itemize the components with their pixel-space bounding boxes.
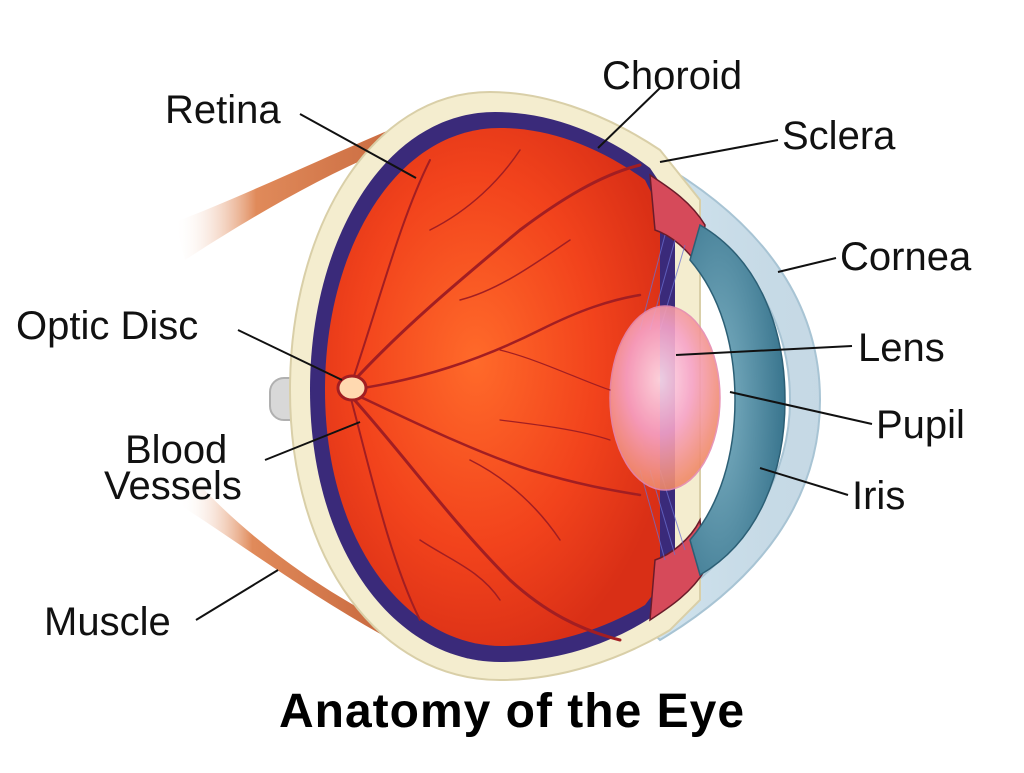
optic-disc-shape [336, 374, 368, 402]
label-blood-vessels-line1: Blood [125, 428, 228, 472]
label-pupil: Pupil [876, 403, 965, 447]
lens-shape [609, 305, 721, 491]
leader-iris [759, 467, 849, 496]
leader-cornea [777, 257, 837, 273]
diagram-title: Anatomy of the Eye [278, 685, 746, 738]
leader-sclera [659, 139, 779, 163]
label-cornea: Cornea [840, 235, 972, 279]
label-optic-disc: Optic Disc [16, 304, 199, 348]
label-lens: Lens [858, 326, 945, 370]
leader-optic-disc [237, 329, 343, 381]
label-blood-vessels-line2: Vessels [104, 464, 242, 508]
vitreous-chamber [325, 128, 660, 646]
lower-muscle [180, 480, 470, 668]
label-sclera: Sclera [782, 114, 896, 158]
leader-lines [195, 87, 873, 621]
iris-shape [689, 223, 786, 577]
leader-muscle [195, 569, 279, 621]
leader-blood-vessels [264, 421, 361, 461]
leader-choroid [597, 87, 661, 149]
label-muscle: Muscle [44, 600, 171, 644]
label-iris: Iris [852, 474, 906, 518]
label-retina: Retina [165, 88, 281, 132]
leader-retina [299, 113, 417, 179]
leader-lens [675, 345, 853, 356]
label-choroid: Choroid [602, 54, 743, 98]
blood-vessel-network [348, 149, 642, 642]
leader-pupil [729, 391, 873, 425]
